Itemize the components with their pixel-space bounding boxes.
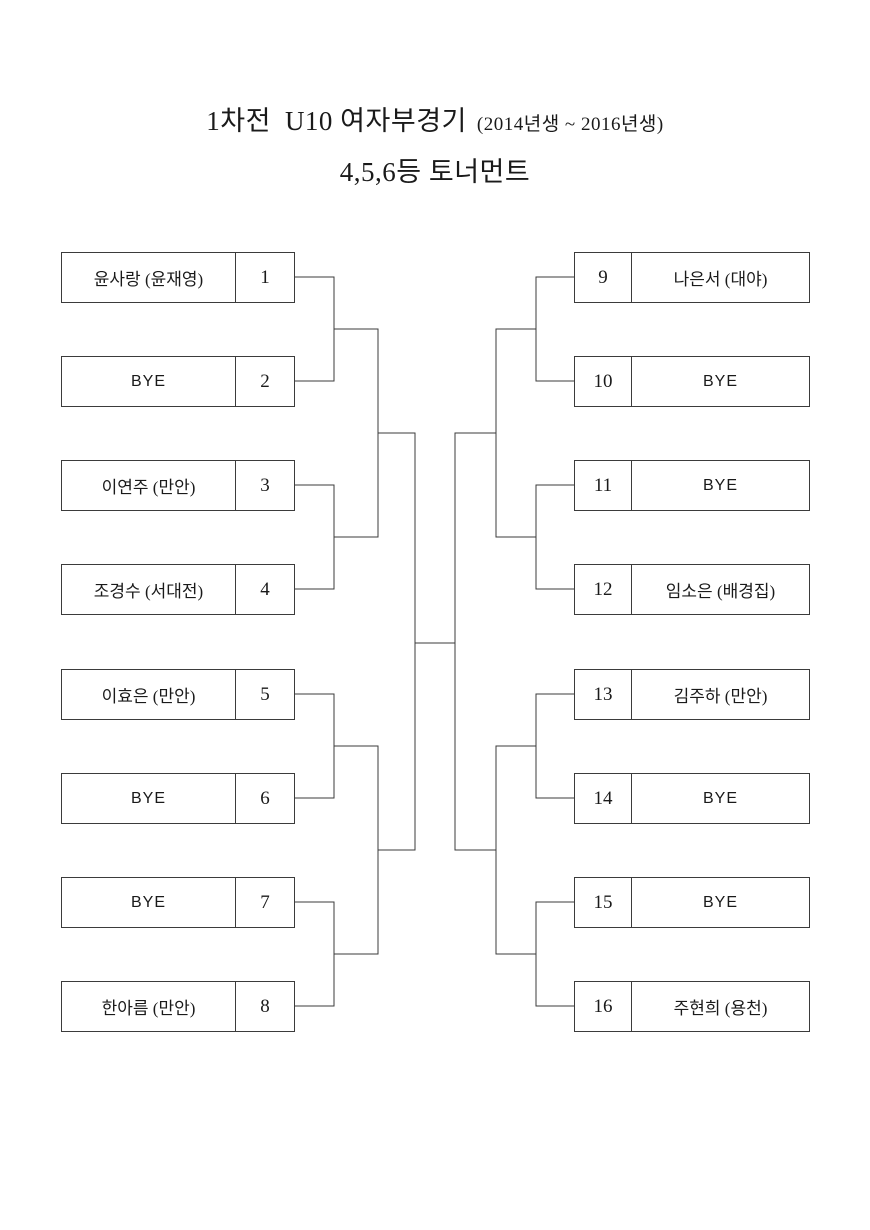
left-r2-connector-2 [334, 745, 379, 955]
seed-number: 15 [575, 878, 632, 927]
page-title: 1차전 U10 여자부경기 (2014년생 ~ 2016년생) 4,5,6등 토너먼… [0, 104, 870, 189]
right-r1-connector-2 [535, 484, 574, 590]
bracket-slot-10[interactable]: 10 BYE [574, 356, 810, 407]
entrant-name: BYE [130, 789, 166, 807]
left-r1-connector-3 [295, 693, 335, 799]
bracket-slot-4[interactable]: 조경수 (서대전) 4 [61, 564, 295, 615]
entrant-name: BYE [702, 476, 738, 494]
right-semifinal-connector [454, 432, 496, 851]
seed-number: 16 [575, 982, 632, 1031]
title-line-2: 4,5,6등 토너먼트 [339, 157, 531, 187]
title-stage: 1차전 [206, 106, 271, 136]
bracket-slot-1[interactable]: 윤사랑 (윤재영) 1 [61, 252, 295, 303]
bracket-slot-13[interactable]: 13 김주하 (만안) [574, 669, 810, 720]
entrant-name: 윤사랑 (윤재영) [93, 270, 204, 289]
title-division: U10 여자부경기 [284, 106, 467, 136]
entrant-name: BYE [702, 372, 738, 390]
entrant-name: BYE [130, 893, 166, 911]
bracket-slot-12[interactable]: 12 임소은 (배경집) [574, 564, 810, 615]
seed-number: 6 [235, 774, 294, 823]
entrant-name: BYE [702, 789, 738, 807]
left-semifinal-connector [378, 432, 416, 851]
right-r1-connector-4 [535, 901, 574, 1007]
seed-number: 4 [235, 565, 294, 614]
left-r1-connector-2 [295, 484, 335, 590]
bracket-slot-14[interactable]: 14 BYE [574, 773, 810, 824]
entrant-name: 이연주 (만안) [101, 478, 196, 497]
seed-number: 3 [235, 461, 294, 510]
entrant-name: 조경수 (서대전) [93, 582, 204, 601]
seed-number: 2 [235, 357, 294, 406]
bracket-slot-5[interactable]: 이효은 (만안) 5 [61, 669, 295, 720]
seed-number: 10 [575, 357, 632, 406]
bracket-slot-15[interactable]: 15 BYE [574, 877, 810, 928]
entrant-name: BYE [130, 372, 166, 390]
bracket-slot-2[interactable]: BYE 2 [61, 356, 295, 407]
bracket-slot-8[interactable]: 한아름 (만안) 8 [61, 981, 295, 1032]
seed-number: 8 [235, 982, 294, 1031]
seed-number: 14 [575, 774, 632, 823]
entrant-name: 이효은 (만안) [101, 687, 196, 706]
bracket-slot-6[interactable]: BYE 6 [61, 773, 295, 824]
left-r1-connector-4 [295, 901, 335, 1007]
seed-number: 12 [575, 565, 632, 614]
title-line-1: 1차전 U10 여자부경기 (2014년생 ~ 2016년생) [0, 104, 870, 142]
seed-number: 9 [575, 253, 632, 302]
bracket-slot-16[interactable]: 16 주현희 (용천) [574, 981, 810, 1032]
entrant-name: 나은서 (대야) [673, 270, 768, 289]
seed-number: 5 [235, 670, 294, 719]
title-age-range: (2014년생 ~ 2016년생) [476, 114, 664, 135]
seed-number: 13 [575, 670, 632, 719]
entrant-name: 임소은 (배경집) [665, 582, 776, 601]
right-r1-connector-3 [535, 693, 574, 799]
right-r2-connector-2 [495, 745, 536, 955]
right-r2-connector-1 [495, 328, 536, 538]
entrant-name: 한아름 (만안) [101, 999, 196, 1018]
bracket-slot-11[interactable]: 11 BYE [574, 460, 810, 511]
entrant-name: BYE [702, 893, 738, 911]
left-r1-connector-1 [295, 276, 335, 382]
seed-number: 1 [235, 253, 294, 302]
entrant-name: 주현희 (용천) [673, 999, 768, 1018]
seed-number: 7 [235, 878, 294, 927]
bracket-slot-3[interactable]: 이연주 (만안) 3 [61, 460, 295, 511]
left-r2-connector-1 [334, 328, 379, 538]
bracket-slot-7[interactable]: BYE 7 [61, 877, 295, 928]
right-r1-connector-1 [535, 276, 574, 382]
bracket-slot-9[interactable]: 9 나은서 (대야) [574, 252, 810, 303]
seed-number: 11 [575, 461, 632, 510]
entrant-name: 김주하 (만안) [673, 687, 768, 706]
